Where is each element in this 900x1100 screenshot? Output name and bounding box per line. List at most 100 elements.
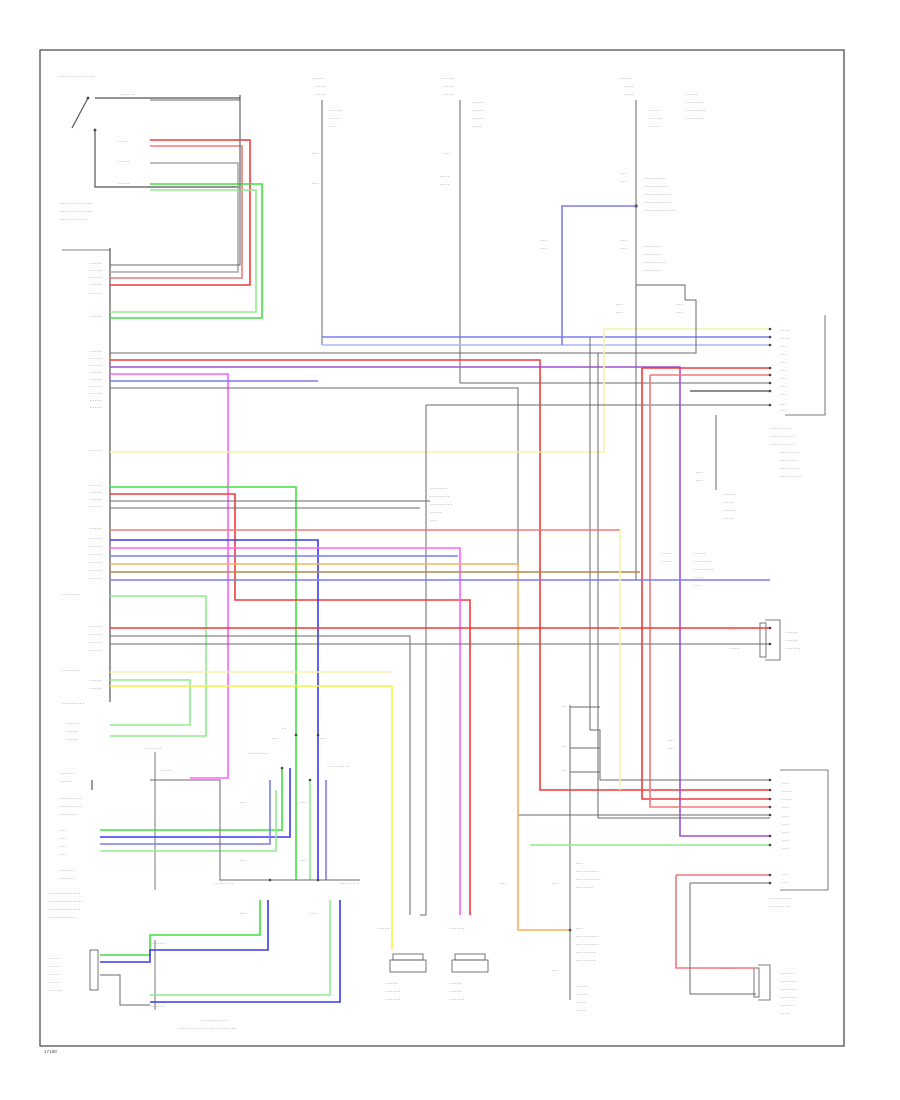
svg-text:- - -: - - - <box>576 926 583 931</box>
svg-text:- - - - -: - - - - - <box>66 737 78 742</box>
svg-text:- - -: - - - <box>730 627 737 632</box>
svg-text:- -: - - <box>562 704 567 709</box>
svg-text:- - - - - - -: - - - - - - - <box>62 592 79 597</box>
svg-text:- - -: - - - <box>782 846 789 851</box>
svg-text:- - -: - - - <box>620 171 627 176</box>
svg-text:- - - - -: - - - - - <box>650 116 662 121</box>
svg-text:- - - - - - - - - - - - -: - - - - - - - - - - - - - <box>48 891 81 896</box>
svg-text:- - -: - - - <box>312 181 319 186</box>
svg-text:- - -: - - - <box>60 844 67 849</box>
svg-text:- - - - -: - - - - - <box>694 551 706 556</box>
svg-text:- - - -: - - - - <box>576 1000 586 1005</box>
svg-text:- - - -: - - - - <box>780 328 790 333</box>
svg-text:- - -: - - - <box>240 911 247 916</box>
svg-text:- - -: - - - <box>540 246 547 251</box>
fuse-hot-at-all-times-2: - - - - - - - - - - - - - - - - - - - - … <box>440 76 770 384</box>
ignition-switch-block: - - - - - - - - - - - - - - - - - - - - … <box>58 74 241 222</box>
svg-text:- - - - - -: - - - - - - <box>120 92 135 97</box>
svg-text:- - - - -: - - - - - <box>312 76 324 81</box>
svg-text:- - -: - - - <box>780 408 787 413</box>
right-upper-module: - - - - - - - - - - - - - - - - - - - - … <box>430 315 826 523</box>
svg-text:- - - - -: - - - - - <box>90 648 102 653</box>
svg-text:- - - -: - - - - <box>780 336 790 341</box>
svg-text:- - - - -: - - - - - <box>90 560 102 565</box>
center-splice-block: - - - - - - - - - - - - - - - - - - - - … <box>500 704 601 1013</box>
svg-text:- - -: - - - <box>60 836 67 841</box>
svg-text:- - - - - - - - - - - - - - -: - - - - - - - - - - - - - - - - - - - - … <box>178 1026 236 1031</box>
svg-text:- - - -: - - - - <box>650 124 660 129</box>
svg-text:- - -: - - - <box>782 814 789 819</box>
svg-text:- - - - -: - - - - - <box>786 630 798 635</box>
svg-text:- - - - - - - - - - -: - - - - - - - - - - - <box>60 217 88 222</box>
svg-text:- - - - -: - - - - - <box>90 282 102 287</box>
svg-text:- - - - - - - - - - - - - - -: - - - - - - - - - - - - - - - <box>58 74 96 79</box>
svg-text:- - - - -: - - - - - <box>90 349 102 354</box>
svg-text:- - - - - -: - - - - - - <box>386 989 401 994</box>
svg-text:- - -: - - - <box>780 352 787 357</box>
svg-text:- - -: - - - <box>780 368 787 373</box>
svg-text:- - - -: - - - - <box>662 559 672 564</box>
svg-text:- - - - -: - - - - - <box>90 314 102 319</box>
svg-text:- - - - - - - - - -: - - - - - - - - - - <box>644 184 669 189</box>
svg-text:- - - - -: - - - - - <box>160 768 172 773</box>
svg-text:- - - - -: - - - - - <box>118 181 130 186</box>
svg-text:- - - -: - - - - <box>782 789 792 794</box>
svg-text:- - - - - - -: - - - - - - - <box>644 268 661 273</box>
svg-text:- - - - - -: - - - - - - <box>786 646 801 651</box>
svg-text:- - -: - - - <box>782 781 789 786</box>
svg-text:- - - - -: - - - - - <box>90 268 102 273</box>
svg-text:- - - - -: - - - - - <box>90 370 102 375</box>
svg-text:- - - - -: - - - - - <box>90 363 102 368</box>
svg-text:- - - -: - - - - <box>724 500 734 505</box>
svg-text:- - - -: - - - - <box>662 551 672 556</box>
svg-text:- - - -: - - - - <box>118 139 128 144</box>
svg-text:- - - - -: - - - - - <box>90 448 102 453</box>
svg-text:- - - - -: - - - - - <box>576 984 588 989</box>
svg-text:- - - - -: - - - - - <box>90 686 102 691</box>
svg-text:- - - - - - - - -: - - - - - - - - - <box>644 260 666 265</box>
svg-text:- - - - - - - - -: - - - - - - - - - <box>576 942 598 947</box>
svg-text:- - - - -: - - - - - <box>90 377 102 382</box>
svg-text:- - - - -: - - - - - <box>90 552 102 557</box>
svg-text:- - -: - - - <box>240 800 247 805</box>
svg-text:- - - - -: - - - - - <box>330 108 342 113</box>
svg-text:- - - -: - - - - <box>440 174 450 179</box>
svg-text:- - - - - - - - -: - - - - - - - - - <box>60 796 82 801</box>
svg-text:- - -: - - - <box>780 376 787 381</box>
svg-text:- - - - - - - - - - - - -: - - - - - - - - - - - - - <box>60 201 93 206</box>
svg-text:- - - - -: - - - - - <box>90 640 102 645</box>
svg-text:- - - - - - - - - - - - -: - - - - - - - - - - - - - <box>644 208 677 213</box>
svg-text:- - - - -: - - - - - <box>90 405 102 410</box>
left-rear-speaker: - - - - - - - - - - - - - - - - - - - - … <box>450 926 489 1002</box>
svg-text:- - - -: - - - - <box>330 116 340 121</box>
svg-text:- - - - - - -: - - - - - - - <box>780 995 797 1000</box>
svg-text:- - - - - - -: - - - - - - - <box>60 812 77 817</box>
svg-text:- - - - -: - - - - - <box>90 632 102 637</box>
svg-text:- - - - - - -: - - - - - - - <box>694 559 711 564</box>
telephone-transceiver: - - - - - - - - - - - - - - - - - - - - … <box>48 721 162 920</box>
svg-text:- - - - - - - -: - - - - - - - - <box>780 450 800 455</box>
svg-text:- - - - -: - - - - - <box>724 508 736 513</box>
svg-text:- - - - -: - - - - - <box>90 483 102 488</box>
svg-text:- - - - -: - - - - - <box>50 988 62 993</box>
svg-text:- - - - - - - -: - - - - - - - - <box>330 764 350 769</box>
svg-text:- - - -: - - - - <box>730 646 740 651</box>
svg-text:- - - -: - - - - <box>316 84 326 89</box>
svg-text:- - - - - - -: - - - - - - - <box>62 668 79 673</box>
svg-text:- - - - - -: - - - - - - <box>780 1003 795 1008</box>
svg-text:- - - - - -: - - - - - - <box>450 926 465 931</box>
svg-text:- - - - -: - - - - - <box>686 92 698 97</box>
svg-text:- - -: - - - <box>780 384 787 389</box>
svg-text:- - - - - - -: - - - - - - - <box>780 458 797 463</box>
svg-text:- - - -: - - - - <box>316 92 326 97</box>
svg-text:- - - - -: - - - - - <box>90 497 102 502</box>
telephone-splices: - - - - - - - - - - - - - - - - - - - - … <box>160 726 360 916</box>
svg-text:- - - - -: - - - - - <box>90 576 102 581</box>
svg-text:- - - - - - -: - - - - - - - <box>576 885 593 890</box>
svg-text:- - - -: - - - - <box>50 980 60 985</box>
svg-text:- - - - - -: - - - - - - <box>450 997 465 1002</box>
diagram-frame <box>39 49 845 1047</box>
svg-text:- - - -: - - - - <box>650 108 660 113</box>
svg-text:- - - - -: - - - - - <box>386 981 398 986</box>
